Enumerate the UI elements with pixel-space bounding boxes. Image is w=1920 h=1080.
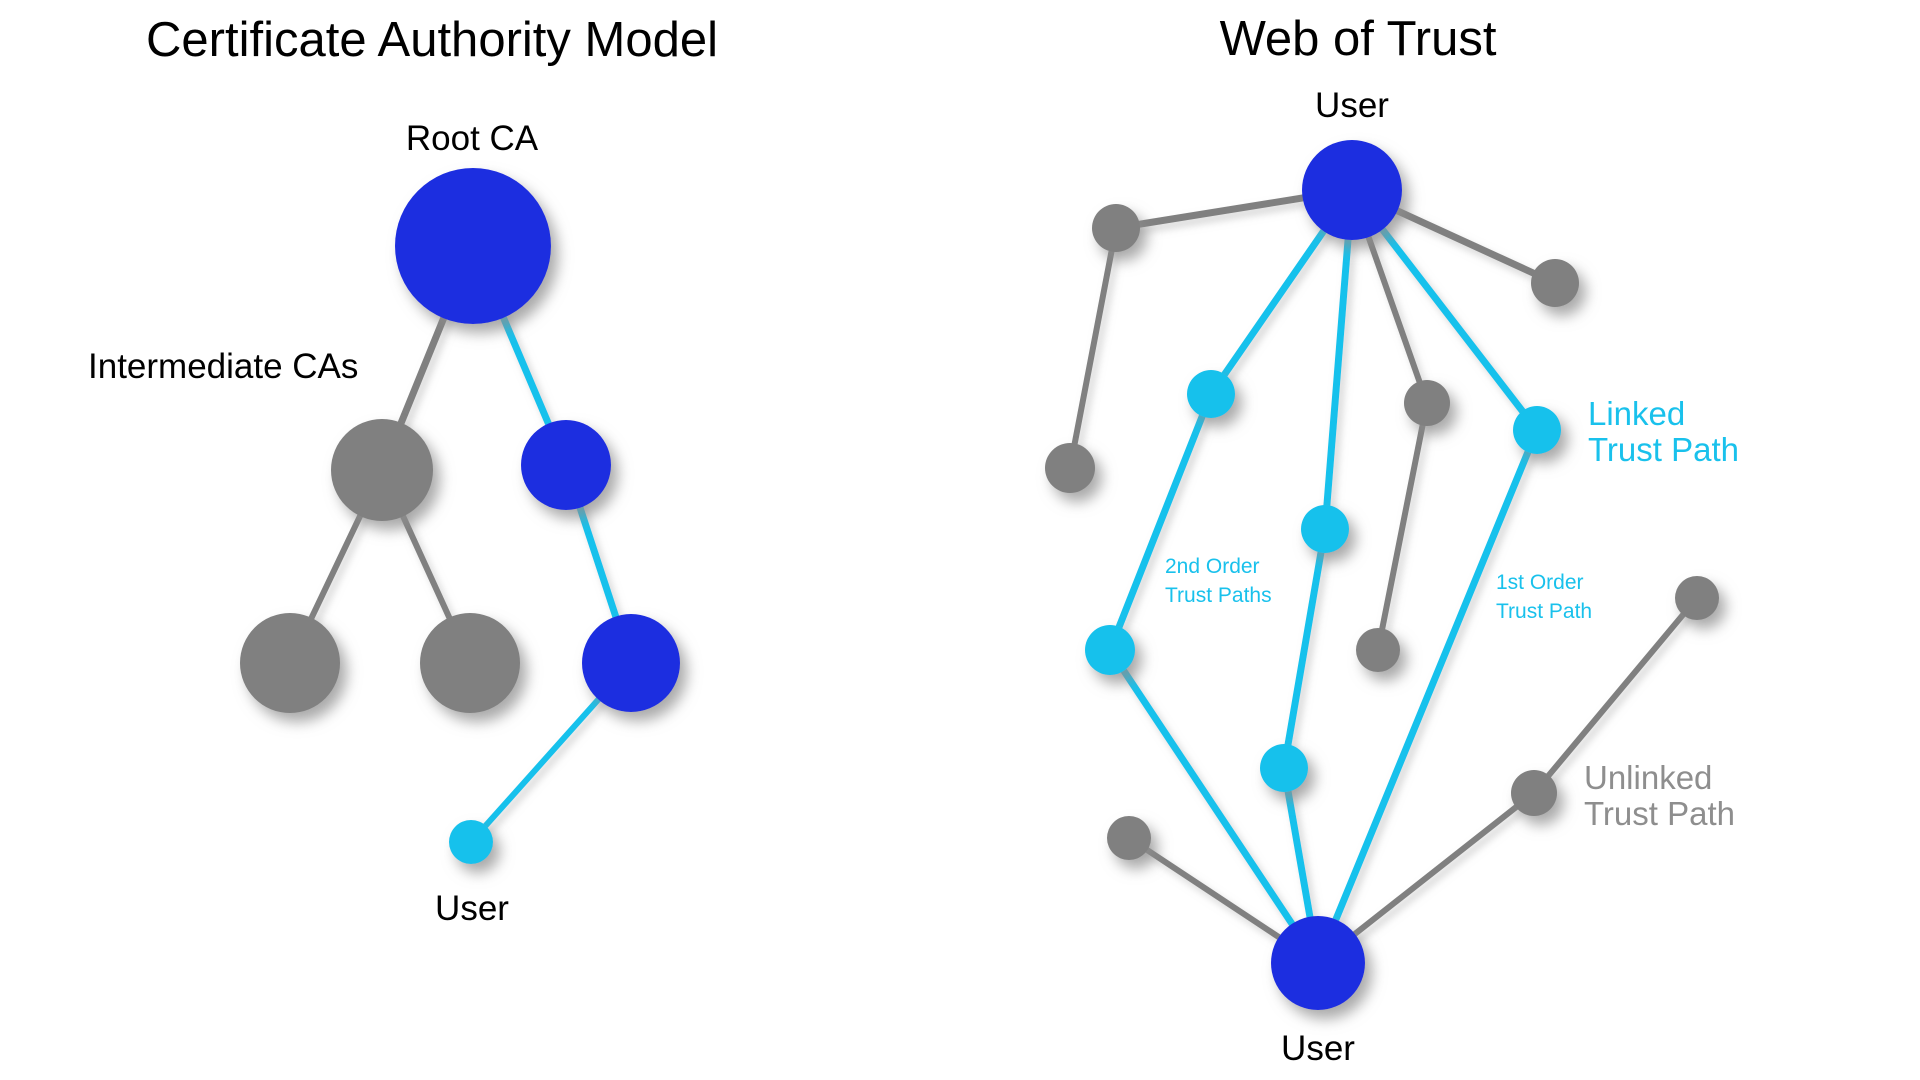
annotation-unlinked-trust-path-line2: Trust Path — [1584, 795, 1735, 832]
annotation-unlinked-trust-path: Unlinked Trust Path — [1584, 759, 1735, 832]
node-user-bottom[interactable] — [1271, 916, 1365, 1010]
edge-node-d-to-node-i — [1106, 390, 1215, 654]
edge-usertop-to-node-g — [1321, 186, 1356, 533]
node-user-top[interactable] — [1302, 140, 1402, 240]
left-edges — [287, 242, 635, 845]
edge-node-f-to-userbottom — [1314, 426, 1541, 967]
node-peer-e[interactable] — [1404, 380, 1450, 426]
node-root-ca[interactable] — [395, 168, 551, 324]
node-peer-k[interactable] — [1107, 816, 1151, 860]
node-user-left[interactable] — [449, 820, 493, 864]
edge-node-i-to-userbottom — [1106, 646, 1322, 967]
node-leaf-ca-3[interactable] — [582, 614, 680, 712]
label-root-ca: Root CA — [406, 119, 539, 158]
annotation-second-order-line2: Trust Paths — [1165, 584, 1272, 607]
label-user-left: User — [435, 889, 509, 928]
node-peer-d[interactable] — [1187, 370, 1235, 418]
node-intermediate-ca-2[interactable] — [521, 420, 611, 510]
edge-node-g-to-node-j — [1280, 525, 1329, 772]
annotation-linked-trust-path-line1: Linked — [1588, 395, 1685, 432]
node-peer-a[interactable] — [1092, 204, 1140, 252]
annotation-unlinked-trust-path-line1: Unlinked — [1584, 759, 1712, 796]
annotation-first-order-line2: Trust Path — [1496, 600, 1592, 623]
node-intermediate-ca-1[interactable] — [331, 419, 433, 521]
node-peer-c[interactable] — [1531, 259, 1579, 307]
node-peer-m[interactable] — [1675, 576, 1719, 620]
annotation-linked-trust-path: Linked Trust Path — [1588, 395, 1739, 468]
edge-node-m-to-node-l — [1531, 595, 1700, 796]
right-panel-title: Web of Trust — [1220, 12, 1497, 66]
panel-certificate-authority-model: Certificate Authority Model — [88, 13, 718, 928]
label-intermediate-cas: Intermediate CAs — [88, 347, 358, 386]
edge-node-a-to-node-b — [1067, 225, 1119, 471]
edge-node-e-to-node-h — [1375, 400, 1430, 653]
node-peer-i[interactable] — [1085, 625, 1135, 675]
annotation-linked-trust-path-line2: Trust Path — [1588, 431, 1739, 468]
annotation-second-order-line1: 2nd Order — [1165, 555, 1260, 578]
node-peer-j[interactable] — [1260, 744, 1308, 792]
node-peer-g[interactable] — [1301, 505, 1349, 553]
label-user-top: User — [1315, 86, 1389, 125]
node-leaf-ca-1[interactable] — [240, 613, 340, 713]
right-nodes — [1045, 140, 1719, 1010]
node-peer-h[interactable] — [1356, 628, 1400, 672]
annotation-second-order-trust-paths: 2nd Order Trust Paths — [1165, 555, 1272, 607]
edge-usertop-to-node-f — [1348, 186, 1541, 434]
annotation-first-order-trust-path: 1st Order Trust Path — [1496, 571, 1592, 623]
label-user-bottom: User — [1281, 1029, 1355, 1068]
panel-web-of-trust: Web of Trust — [1045, 12, 1739, 1068]
node-peer-f[interactable] — [1513, 406, 1561, 454]
node-peer-b[interactable] — [1045, 443, 1095, 493]
left-panel-title: Certificate Authority Model — [146, 13, 718, 67]
node-peer-l[interactable] — [1511, 770, 1557, 816]
node-leaf-ca-2[interactable] — [420, 613, 520, 713]
left-nodes — [240, 168, 680, 864]
annotation-first-order-line1: 1st Order — [1496, 571, 1584, 594]
